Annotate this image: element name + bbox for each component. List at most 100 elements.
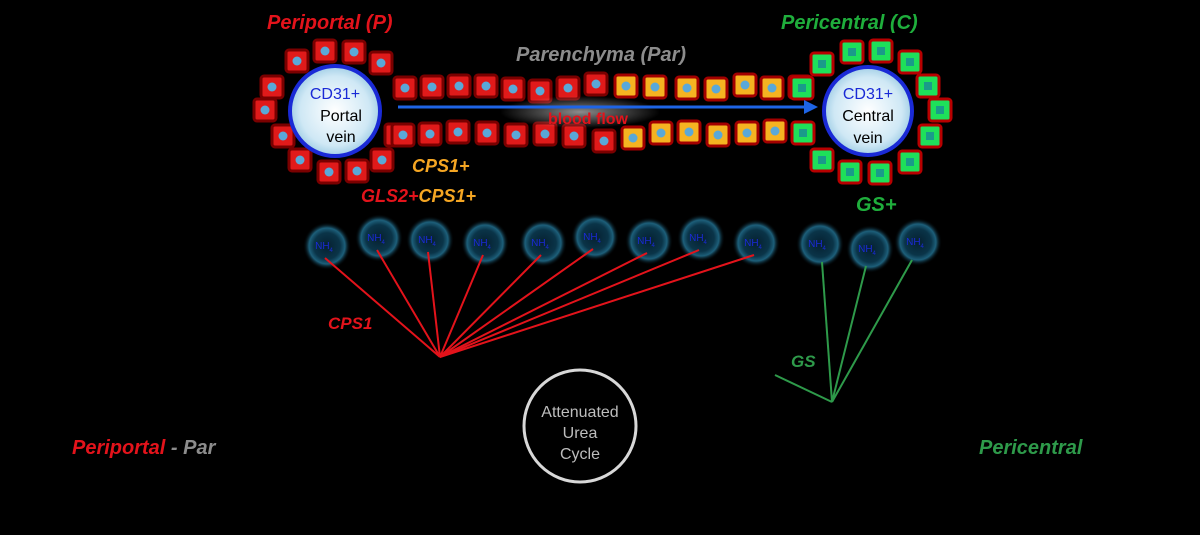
hepatocyte-cell [705, 122, 731, 148]
hepatocyte-cell [392, 75, 418, 101]
nh4-ion: NH4 [571, 213, 619, 261]
hepatocyte-cell [419, 74, 445, 100]
cps1-line [439, 254, 484, 358]
urea-cycle-label-3: Cycle [560, 446, 600, 463]
hepatocyte-cell [734, 120, 760, 146]
central-vein-label-1: Central [842, 108, 894, 125]
nh4-label: NH4 [906, 237, 924, 250]
hepatocyte-cell [341, 39, 367, 65]
hepatocyte-cell [503, 122, 529, 148]
hepatocyte-cell [583, 71, 609, 97]
cps1-line [376, 249, 441, 358]
nh4-label: NH4 [744, 238, 762, 251]
nh4-ion: NH4 [406, 216, 454, 264]
blood-flow-arrow [398, 96, 818, 128]
hepatocyte-cell [446, 73, 472, 99]
hepatocyte-cell [591, 128, 617, 154]
bottom-dash-text: - [165, 437, 184, 459]
cps1-line [439, 249, 700, 358]
pericentral-title: Pericentral (C) [781, 12, 918, 34]
cps1-line [439, 252, 648, 358]
hepatocyte-cell [555, 75, 581, 101]
hepatocyte-cell [252, 97, 278, 123]
urea-cycle-label-1: Attenuated [541, 404, 618, 421]
hepatocyte-cell [839, 39, 865, 65]
hepatocyte-cell [703, 76, 729, 102]
bottom-right-label: Pericentral [979, 437, 1083, 459]
hepatocyte-cell [270, 123, 296, 149]
nh4-label: NH4 [583, 232, 601, 245]
hepatocyte-cell [927, 97, 953, 123]
hepatocyte-cell [613, 73, 639, 99]
nh4-label: NH4 [689, 233, 707, 246]
hepatocyte-cell [809, 147, 835, 173]
gls2-cps1-label: GLS2+CPS1+ [361, 186, 476, 207]
hepatocyte-cell [867, 160, 893, 186]
cps1-enzyme-label: CPS1 [328, 314, 373, 333]
hepatocyte-cell [759, 75, 785, 101]
gs-reaction-lines [774, 259, 913, 403]
urea-cycle-label-2: Urea [563, 425, 598, 442]
bottom-left-label: Periportal - Par [72, 437, 215, 460]
hepatocyte-cell [259, 74, 285, 100]
portal-vein-label-1: Portal [320, 108, 362, 125]
central-vein-label-2: vein [853, 130, 882, 147]
bottom-periportal-text: Periportal [72, 437, 166, 459]
parenchyma-title: Parenchyma (Par) [516, 44, 687, 66]
urea-cycle-circle [522, 368, 638, 484]
cps1-line [439, 254, 755, 358]
nh4-label: NH4 [473, 238, 491, 251]
hepatocyte-cell [284, 48, 310, 74]
cps1-plus-label: CPS1+ [412, 156, 470, 176]
hepatocyte-cell [532, 121, 558, 147]
nh4-ion: NH4 [732, 219, 780, 267]
hepatocyte-cell [868, 38, 894, 64]
periportal-title: Periportal (P) [267, 12, 393, 34]
gs-line [774, 374, 833, 403]
cps1-line [324, 257, 441, 358]
hepatocyte-cell [642, 74, 668, 100]
nh4-ion: NH4 [303, 222, 351, 270]
hepatocyte-cell [648, 120, 674, 146]
cd31-left-label: CD31+ [310, 86, 360, 103]
gls2-plus-text: GLS2+ [361, 186, 419, 206]
cps1-line [439, 248, 594, 358]
hepatocyte-cell [417, 121, 443, 147]
portal-vein [288, 64, 382, 158]
nh4-label: NH4 [315, 241, 333, 254]
hepatocyte-cells [252, 38, 953, 186]
nh4-label: NH4 [858, 244, 876, 257]
hepatocyte-cell [500, 76, 526, 102]
nh4-ion: NH4 [625, 217, 673, 265]
hepatocyte-cell [390, 122, 416, 148]
cd31-right-label: CD31+ [843, 86, 893, 103]
cps1-plus-text: CPS1+ [418, 186, 477, 206]
hepatocyte-cell [897, 149, 923, 175]
hepatocyte-cell [790, 120, 816, 146]
hepatocyte-cell [674, 75, 700, 101]
hepatocyte-cell [620, 125, 646, 151]
gs-enzyme-label: GS [791, 352, 816, 371]
cps1-line [427, 251, 441, 358]
hepatocyte-cell [368, 50, 394, 76]
gs-plus-label: GS+ [856, 194, 897, 216]
gs-line [831, 259, 913, 403]
nh4-ion: NH4 [355, 214, 403, 262]
hepatocyte-cell [789, 75, 815, 101]
hepatocyte-cell [561, 123, 587, 149]
nh4-ion: NH4 [796, 220, 844, 268]
hepatocyte-cell [316, 159, 342, 185]
hepatocyte-cell [676, 119, 702, 145]
blood-flow-label: blood flow [548, 111, 629, 128]
hepatocyte-cell [809, 51, 835, 77]
cps1-reaction-lines [324, 248, 755, 358]
nh4-ion: NH4 [519, 219, 567, 267]
nh4-ion: NH4 [461, 219, 509, 267]
hepatocyte-cell [917, 123, 943, 149]
gs-line [821, 261, 833, 403]
hepatocyte-cell [287, 147, 313, 173]
hepatocyte-cell [837, 159, 863, 185]
cps1-line [439, 254, 542, 358]
bottom-par-text: Par [183, 437, 216, 459]
